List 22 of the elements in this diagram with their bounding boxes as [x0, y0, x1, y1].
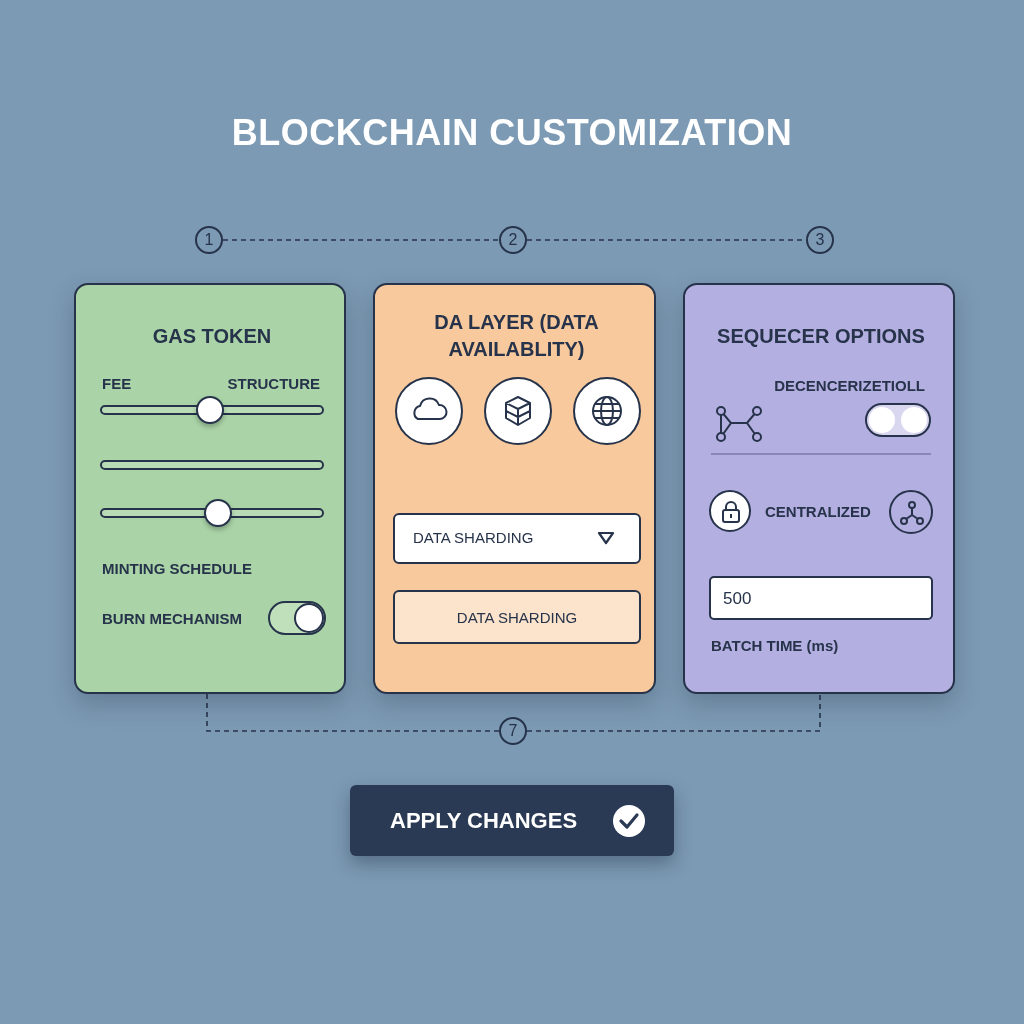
- title: BLOCKCHAIN CUSTOMIZATION: [230, 112, 794, 154]
- button: DATA SHARDING: [393, 590, 641, 644]
- step-number: 2: [499, 226, 527, 254]
- setting-label: MINTING SCHEDULE: [102, 560, 252, 577]
- step-number: 3: [806, 226, 834, 254]
- step-number: 7: [499, 717, 527, 745]
- option-label: CENTRALIZED: [765, 503, 871, 520]
- dashed-connector: [206, 693, 500, 732]
- input-field: 500: [709, 576, 933, 620]
- dashed-connector: [526, 693, 821, 732]
- dashed-connector: [222, 239, 500, 241]
- panel-heading: DA LAYER (DATA AVAILABLITY): [433, 310, 600, 362]
- setting-label: BURN MECHANISM: [102, 610, 242, 627]
- apply-button: APPLY CHANGES: [350, 785, 674, 856]
- slider-label: FEE: [102, 375, 132, 392]
- panel-heading: SEQUECER OPTIONS: [716, 324, 926, 349]
- slider-label: STRUCTURE: [227, 375, 320, 392]
- setting-label: DECENCERIZETIOLL: [774, 377, 925, 394]
- step-number: 1: [195, 226, 223, 254]
- panel-heading: GAS TOKEN: [151, 324, 273, 349]
- dropdown: DATA SHARDING: [393, 513, 641, 564]
- field-label: BATCH TIME (ms): [711, 637, 839, 654]
